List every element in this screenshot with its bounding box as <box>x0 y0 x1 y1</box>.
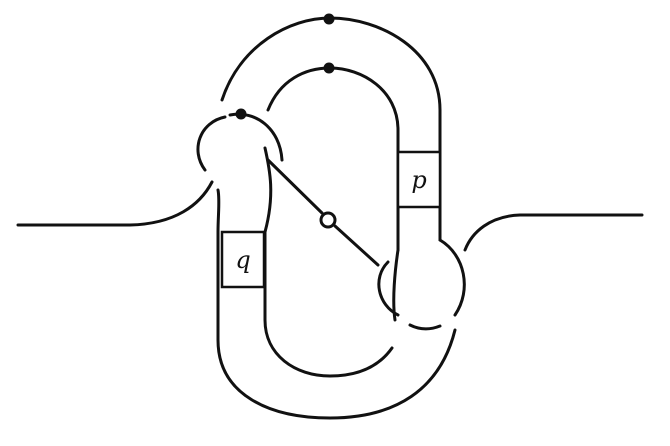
filled-dot-top <box>323 13 335 25</box>
box-q-label: q <box>235 246 250 274</box>
diagonal-strand-upper <box>266 158 324 215</box>
right-hook-outer <box>438 238 466 317</box>
left-hook-top <box>228 112 284 162</box>
left-hook-under <box>216 188 221 234</box>
right-hook-bottom <box>408 323 442 331</box>
left-hook-inner <box>263 146 273 234</box>
box-p-label: p <box>411 166 426 194</box>
right-output-strand <box>463 213 644 252</box>
outer-band-inner-edge-left <box>263 230 394 378</box>
filled-dot-left <box>235 108 247 120</box>
hollow-dot <box>319 211 337 229</box>
diagonal-strand-lower <box>333 224 380 267</box>
filled-dot-middle <box>323 62 335 74</box>
box-q: q <box>220 230 266 289</box>
right-hook-link <box>392 248 400 322</box>
box-p: p <box>396 150 442 209</box>
left-hook-left <box>196 115 227 172</box>
outer-band-outer-edge-left <box>216 230 457 420</box>
left-input-strand <box>16 180 214 227</box>
